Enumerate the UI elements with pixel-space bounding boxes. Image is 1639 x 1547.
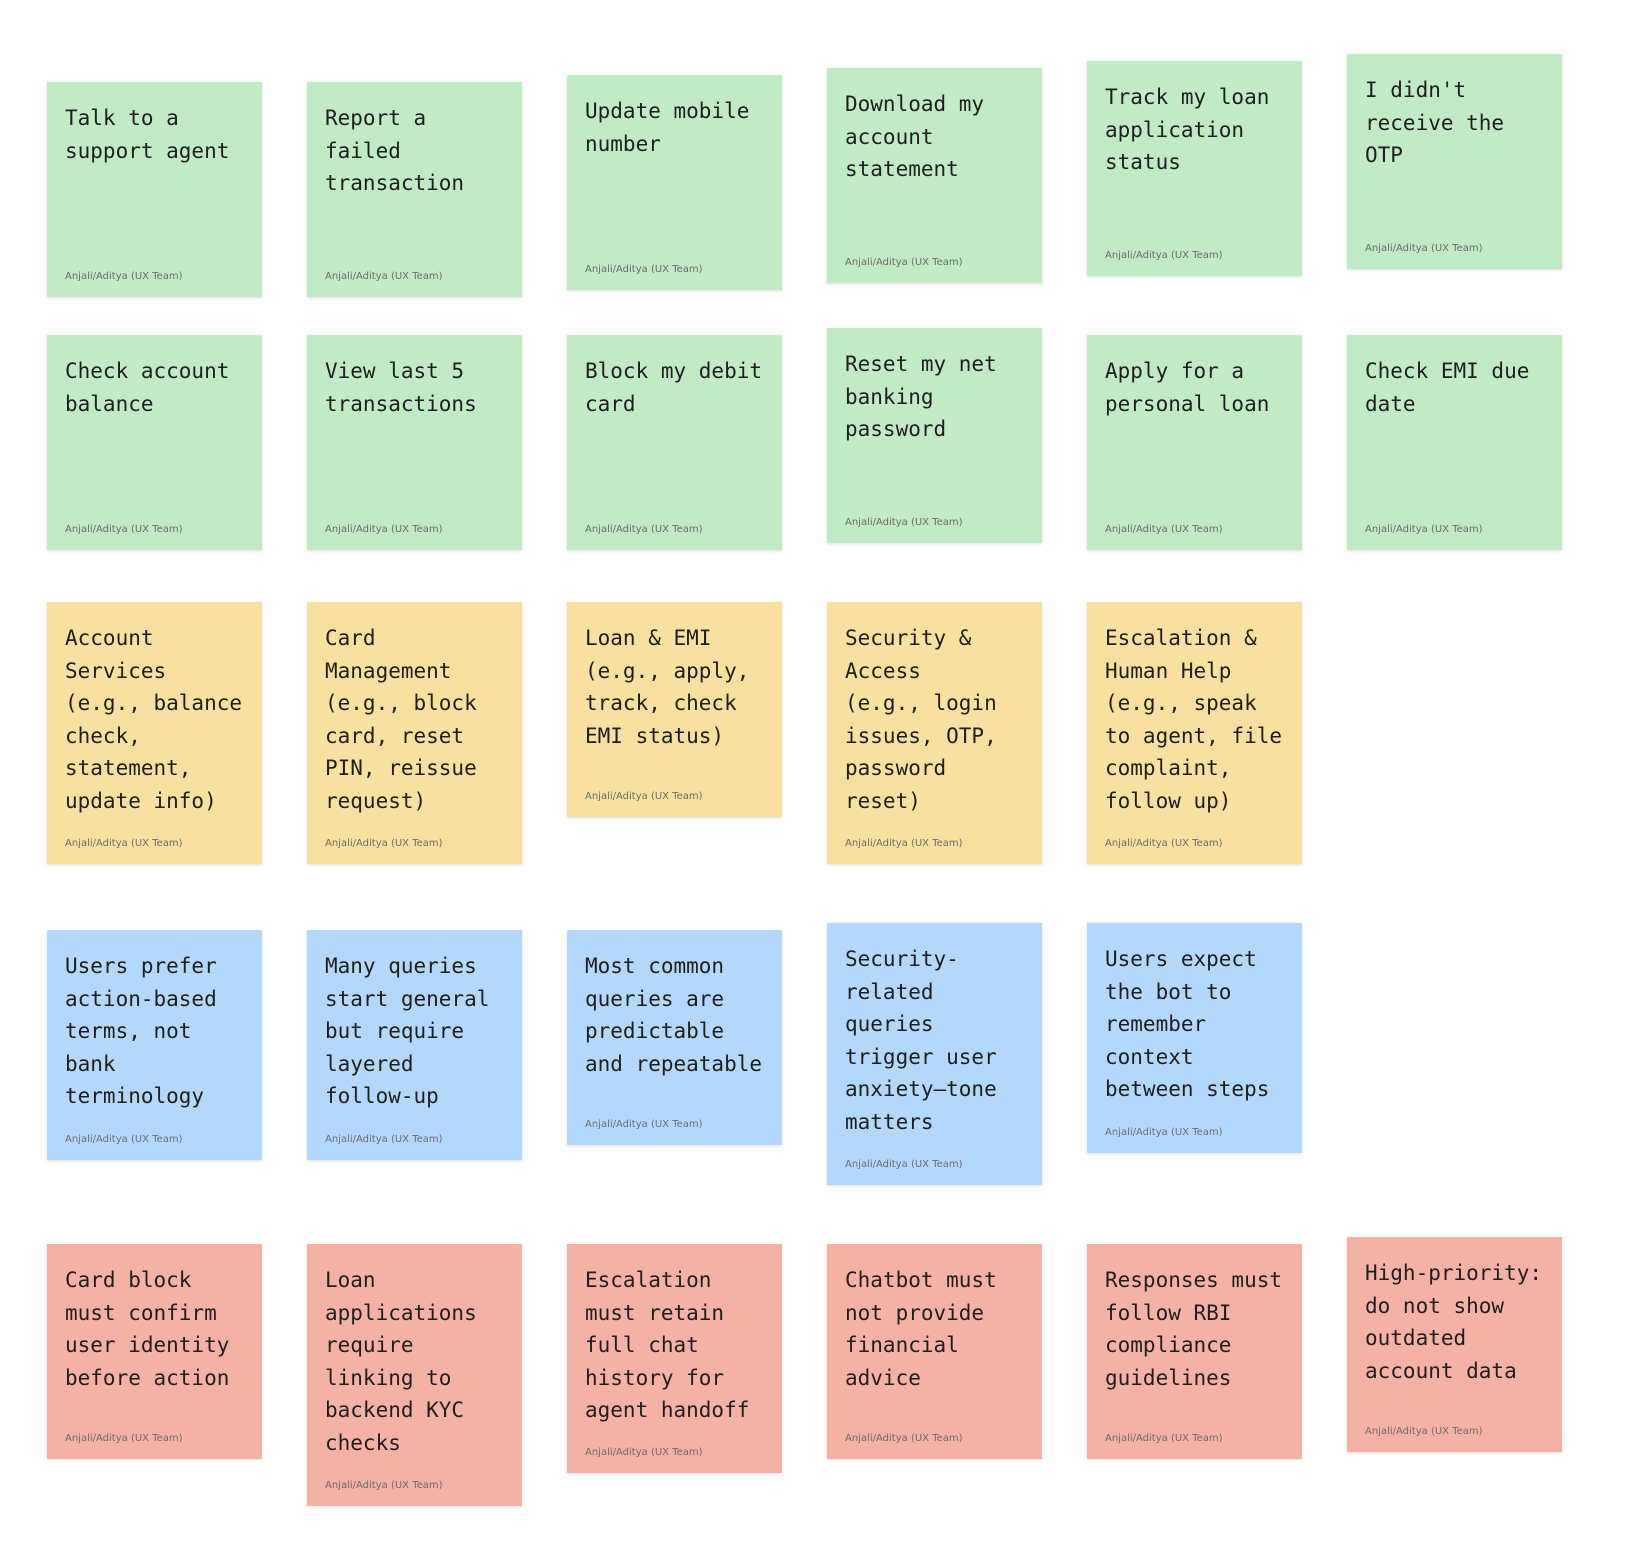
- note-text: Chatbot must not provide financial advic…: [845, 1268, 997, 1390]
- note-text: Loan applications require linking to bac…: [325, 1268, 477, 1455]
- note-users-prefer-action-terms[interactable]: Users prefer action-based terms, not ban…: [47, 930, 262, 1160]
- note-loan-kyc-checks[interactable]: Loan applications require linking to bac…: [307, 1244, 522, 1506]
- note-loan-emi[interactable]: Loan & EMI (e.g., apply, track, check EM…: [567, 602, 782, 817]
- note-text: High-priority: do not show outdated acco…: [1365, 1261, 1543, 1383]
- note-author-label: Anjali/Aditya (UX Team): [1365, 524, 1483, 535]
- note-author-label: Anjali/Aditya (UX Team): [1365, 1426, 1483, 1437]
- note-author-label: Anjali/Aditya (UX Team): [325, 838, 443, 849]
- note-author-label: Anjali/Aditya (UX Team): [325, 271, 443, 282]
- note-author-label: Anjali/Aditya (UX Team): [65, 1134, 183, 1145]
- note-author-label: Anjali/Aditya (UX Team): [585, 264, 703, 275]
- note-text: Security & Access (e.g., login issues, O…: [845, 626, 997, 813]
- note-common-queries-predictable[interactable]: Most common queries are predictable and …: [567, 930, 782, 1145]
- note-author-label: Anjali/Aditya (UX Team): [1105, 524, 1223, 535]
- note-author-label: Anjali/Aditya (UX Team): [325, 1134, 443, 1145]
- note-author-label: Anjali/Aditya (UX Team): [845, 257, 963, 268]
- note-queries-layered-follow-up[interactable]: Many queries start general but require l…: [307, 930, 522, 1160]
- note-author-label: Anjali/Aditya (UX Team): [325, 524, 443, 535]
- note-author-label: Anjali/Aditya (UX Team): [845, 517, 963, 528]
- note-author-label: Anjali/Aditya (UX Team): [585, 791, 703, 802]
- note-author-label: Anjali/Aditya (UX Team): [845, 1159, 963, 1170]
- note-text: Download my account statement: [845, 92, 985, 181]
- note-text: Loan & EMI (e.g., apply, track, check EM…: [585, 626, 750, 748]
- note-author-label: Anjali/Aditya (UX Team): [1105, 250, 1223, 261]
- note-text: Apply for a personal loan: [1105, 359, 1270, 416]
- note-text: Account Services (e.g., balance check, s…: [65, 626, 243, 813]
- note-text: Most common queries are predictable and …: [585, 954, 763, 1076]
- note-author-label: Anjali/Aditya (UX Team): [1365, 243, 1483, 254]
- note-text: Reset my net banking password: [845, 352, 997, 441]
- note-text: Escalation & Human Help (e.g., speak to …: [1105, 626, 1283, 813]
- note-author-label: Anjali/Aditya (UX Team): [585, 1119, 703, 1130]
- note-text: Many queries start general but require l…: [325, 954, 490, 1108]
- note-security-access[interactable]: Security & Access (e.g., login issues, O…: [827, 602, 1042, 864]
- note-author-label: Anjali/Aditya (UX Team): [585, 1447, 703, 1458]
- note-author-label: Anjali/Aditya (UX Team): [1105, 838, 1223, 849]
- note-text: I didn't receive the OTP: [1365, 78, 1505, 167]
- note-text: Security- related queries trigger user a…: [845, 947, 997, 1134]
- note-escalation-retain-history[interactable]: Escalation must retain full chat history…: [567, 1244, 782, 1473]
- note-rbi-compliance[interactable]: Responses must follow RBI compliance gui…: [1087, 1244, 1302, 1459]
- note-account-services[interactable]: Account Services (e.g., balance check, s…: [47, 602, 262, 864]
- note-card-block-confirm-identity[interactable]: Card block must confirm user identity be…: [47, 1244, 262, 1459]
- note-users-expect-context[interactable]: Users expect the bot to remember context…: [1087, 923, 1302, 1153]
- note-text: Check account balance: [65, 359, 230, 416]
- note-text: Report a failed transaction: [325, 106, 465, 195]
- note-author-label: Anjali/Aditya (UX Team): [65, 271, 183, 282]
- note-author-label: Anjali/Aditya (UX Team): [585, 524, 703, 535]
- note-text: Check EMI due date: [1365, 359, 1530, 416]
- note-author-label: Anjali/Aditya (UX Team): [325, 1480, 443, 1491]
- note-text: Responses must follow RBI compliance gui…: [1105, 1268, 1283, 1390]
- note-text: Update mobile number: [585, 99, 750, 156]
- note-author-label: Anjali/Aditya (UX Team): [845, 838, 963, 849]
- note-text: Track my loan application status: [1105, 85, 1270, 174]
- note-text: Users expect the bot to remember context…: [1105, 947, 1270, 1101]
- note-no-financial-advice[interactable]: Chatbot must not provide financial advic…: [827, 1244, 1042, 1459]
- note-author-label: Anjali/Aditya (UX Team): [65, 524, 183, 535]
- note-text: Users prefer action-based terms, not ban…: [65, 954, 217, 1108]
- note-author-label: Anjali/Aditya (UX Team): [65, 1433, 183, 1444]
- note-author-label: Anjali/Aditya (UX Team): [845, 1433, 963, 1444]
- note-card-management[interactable]: Card Management (e.g., block card, reset…: [307, 602, 522, 864]
- note-text: View last 5 transactions: [325, 359, 477, 416]
- note-author-label: Anjali/Aditya (UX Team): [1105, 1127, 1223, 1138]
- note-text: Talk to a support agent: [65, 106, 230, 163]
- note-didnt-receive-otp[interactable]: I didn't receive the OTP Anjali/Aditya (U…: [1347, 54, 1562, 269]
- note-text: Card block must confirm user identity be…: [65, 1268, 230, 1390]
- note-text: Card Management (e.g., block card, reset…: [325, 626, 477, 813]
- note-author-label: Anjali/Aditya (UX Team): [65, 838, 183, 849]
- note-text: Escalation must retain full chat history…: [585, 1268, 750, 1422]
- note-text: Block my debit card: [585, 359, 763, 416]
- note-no-outdated-data[interactable]: High-priority: do not show outdated acco…: [1347, 1237, 1562, 1452]
- note-author-label: Anjali/Aditya (UX Team): [1105, 1433, 1223, 1444]
- note-security-queries-anxiety[interactable]: Security- related queries trigger user a…: [827, 923, 1042, 1185]
- note-escalation-human-help[interactable]: Escalation & Human Help (e.g., speak to …: [1087, 602, 1302, 864]
